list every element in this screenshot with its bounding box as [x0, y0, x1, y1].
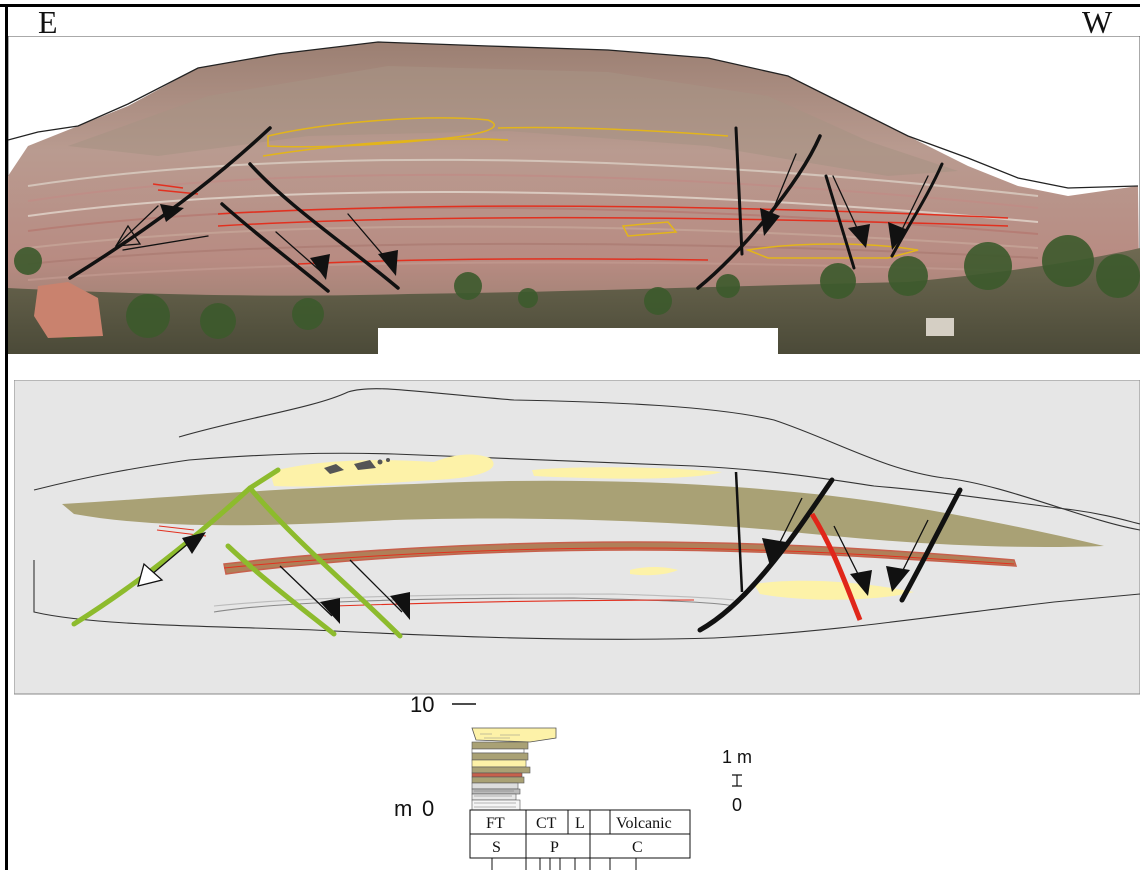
east-label: E [38, 4, 58, 40]
interpretation-panel [14, 380, 1140, 695]
base-outline [33, 560, 1140, 640]
grain-header-c: C [632, 839, 643, 856]
grain-header-p: P [550, 839, 559, 856]
facies-header-l: L [575, 815, 585, 832]
boulder [34, 282, 103, 338]
scale-bar [732, 774, 742, 787]
grain-header-s: S [492, 839, 501, 856]
log-top-marker: 10 [410, 692, 434, 717]
cliff-top-outline [178, 388, 1140, 531]
log-unit-label: m [394, 796, 412, 821]
top-border [0, 4, 1140, 7]
scale-bar-top-label: 1 m [722, 747, 752, 767]
log-column [471, 727, 557, 811]
log-bottom-marker: 0 [422, 796, 434, 821]
ground [8, 248, 1140, 354]
facies-header-volcanic: Volcanic [616, 815, 672, 832]
mudstone-band [223, 541, 1018, 575]
scale-bar-bottom-label: 0 [732, 795, 742, 815]
west-label: W [1082, 4, 1113, 40]
facies-header-ft: FT [486, 815, 505, 832]
left-border [5, 4, 8, 870]
facies-header-ct: CT [536, 815, 557, 832]
siltstone-body [62, 480, 1104, 548]
outcrop-photo-panel [8, 36, 1140, 354]
sedimentary-log: 10 m 0 FT [394, 692, 752, 870]
